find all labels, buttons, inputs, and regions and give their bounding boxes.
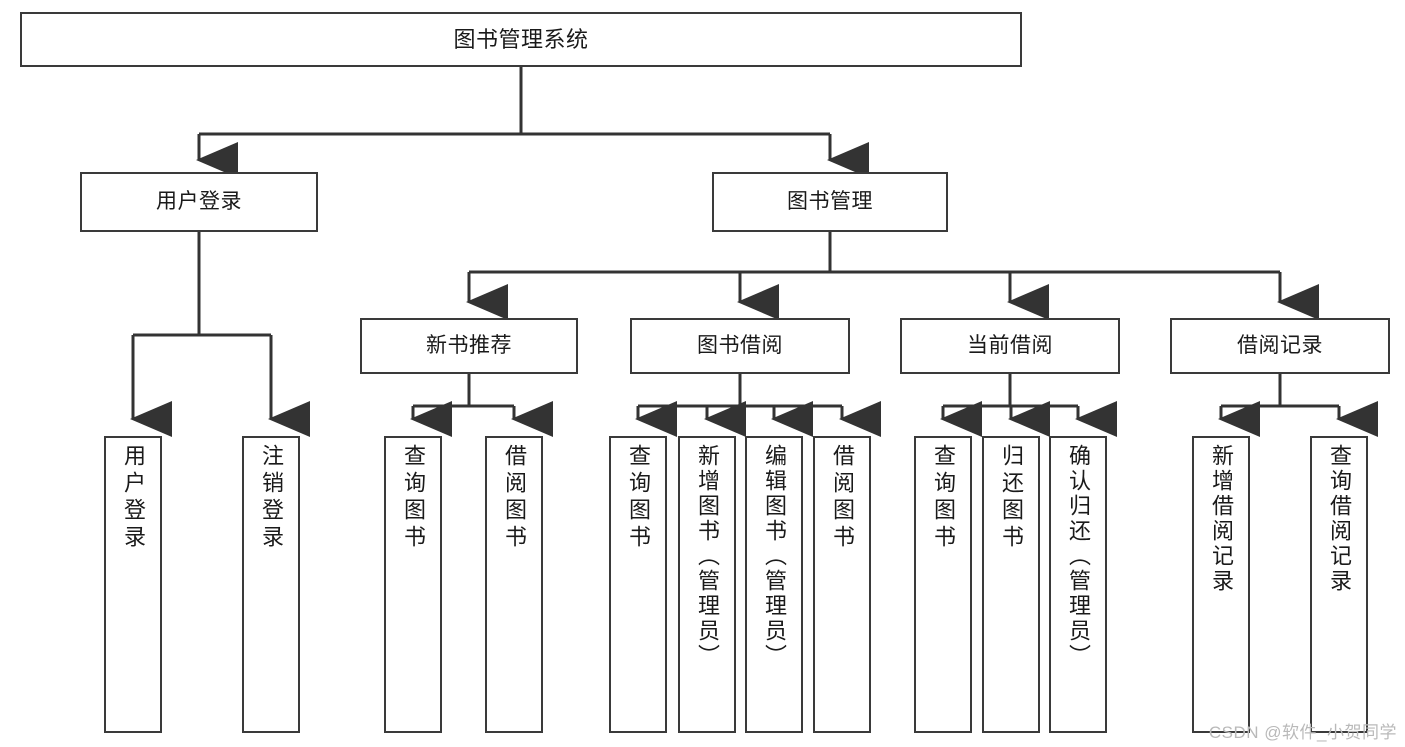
node-label: 图书借阅 [697, 333, 783, 357]
leaf-nb-query-book[interactable]: 查询图书 [384, 436, 442, 733]
node-label: 查询借阅记录 [1327, 444, 1352, 594]
leaf-br-query-record[interactable]: 查询借阅记录 [1310, 436, 1368, 733]
node-label: 借阅记录 [1237, 333, 1323, 357]
node-label: 新增借阅记录 [1209, 444, 1234, 594]
leaf-logout[interactable]: 注销登录 [242, 436, 300, 733]
leaf-bb-borrow-book[interactable]: 借阅图书 [813, 436, 871, 733]
node-book-manage[interactable]: 图书管理 [712, 172, 948, 232]
node-label: 查询图书 [401, 444, 426, 552]
node-label: 图书管理系统 [453, 26, 589, 52]
node-root-system[interactable]: 图书管理系统 [20, 12, 1022, 67]
leaf-bb-edit-book-admin[interactable]: 编辑图书（管理员） [745, 436, 803, 733]
leaf-cb-query-book[interactable]: 查询图书 [914, 436, 972, 733]
node-book-borrow[interactable]: 图书借阅 [630, 318, 850, 374]
node-borrow-record[interactable]: 借阅记录 [1170, 318, 1390, 374]
node-label: 借阅图书 [830, 444, 855, 552]
leaf-user-login[interactable]: 用户登录 [104, 436, 162, 733]
node-label: 新增图书（管理员） [695, 444, 720, 669]
leaf-cb-confirm-return-admin[interactable]: 确认归还（管理员） [1049, 436, 1107, 733]
node-label: 归还图书 [999, 444, 1024, 552]
leaf-br-add-record[interactable]: 新增借阅记录 [1192, 436, 1250, 733]
node-label: 新书推荐 [426, 333, 512, 357]
node-label: 当前借阅 [967, 333, 1053, 357]
node-label: 用户登录 [156, 189, 242, 213]
node-label: 查询图书 [626, 444, 651, 552]
node-current-borrow[interactable]: 当前借阅 [900, 318, 1120, 374]
node-label: 编辑图书（管理员） [762, 444, 787, 669]
node-label: 查询图书 [931, 444, 956, 552]
leaf-cb-return-book[interactable]: 归还图书 [982, 436, 1040, 733]
node-label: 用户登录 [121, 444, 146, 552]
leaf-bb-query-book[interactable]: 查询图书 [609, 436, 667, 733]
node-new-book-recommend[interactable]: 新书推荐 [360, 318, 578, 374]
leaf-bb-add-book-admin[interactable]: 新增图书（管理员） [678, 436, 736, 733]
node-user-login[interactable]: 用户登录 [80, 172, 318, 232]
node-label: 图书管理 [787, 189, 873, 213]
node-label: 借阅图书 [502, 444, 527, 552]
node-label: 确认归还（管理员） [1066, 444, 1091, 669]
node-label: 注销登录 [259, 444, 284, 552]
leaf-nb-borrow-book[interactable]: 借阅图书 [485, 436, 543, 733]
csdn-watermark: CSDN @软件_小贺同学 [1208, 723, 1397, 742]
